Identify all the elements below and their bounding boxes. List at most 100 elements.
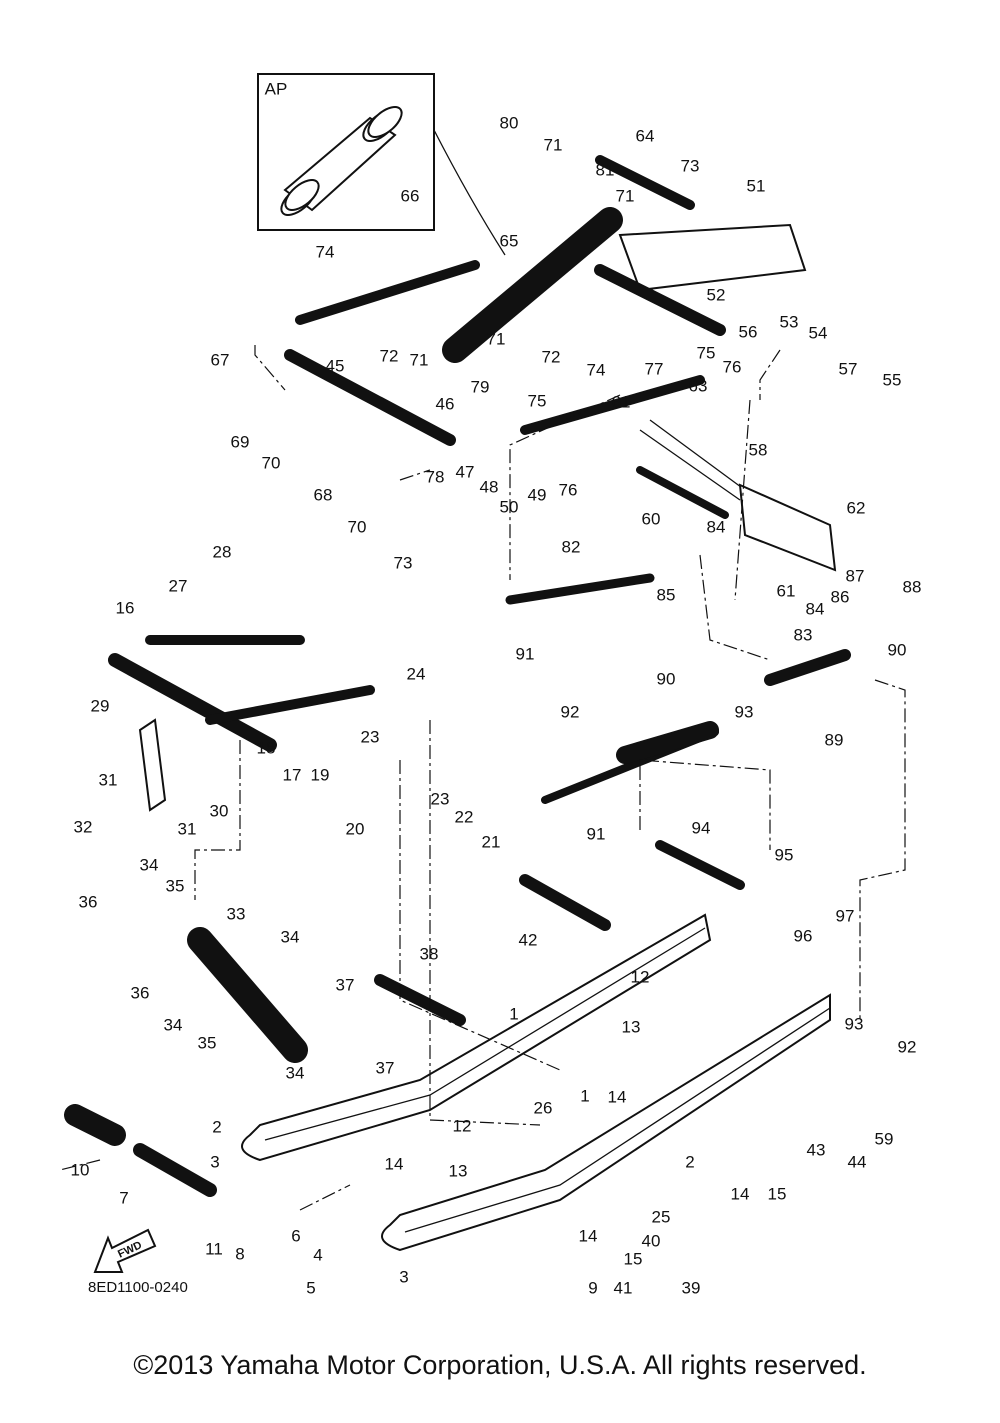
callout-30: 30	[210, 801, 229, 820]
callout-42: 42	[519, 930, 538, 949]
callout-36: 36	[131, 983, 150, 1002]
callout-2: 2	[212, 1117, 221, 1136]
callout-73: 73	[394, 553, 413, 572]
callout-61: 61	[612, 392, 631, 411]
callout-49: 49	[528, 485, 547, 504]
callout-26: 26	[534, 1098, 553, 1117]
callout-9: 9	[588, 1278, 597, 1297]
callout-54: 54	[809, 323, 828, 342]
callout-34: 34	[140, 855, 159, 874]
callout-14: 14	[579, 1226, 598, 1245]
callout-59: 59	[875, 1129, 894, 1148]
callout-88: 88	[903, 577, 922, 596]
callout-31: 31	[99, 770, 118, 789]
callout-50: 50	[500, 497, 519, 516]
callout-43: 43	[807, 1140, 826, 1159]
callout-36: 36	[79, 892, 98, 911]
callout-90: 90	[657, 669, 676, 688]
callout-28: 28	[213, 542, 232, 561]
callout-44: 44	[848, 1152, 867, 1171]
callout-74: 74	[316, 242, 335, 261]
callout-95: 95	[775, 845, 794, 864]
callout-6: 6	[291, 1226, 300, 1245]
callout-62: 62	[847, 498, 866, 517]
callout-34: 34	[164, 1015, 183, 1034]
callout-92: 92	[898, 1037, 917, 1056]
callout-91: 91	[516, 644, 535, 663]
callout-15: 15	[768, 1184, 787, 1203]
callout-87: 87	[846, 566, 865, 585]
callout-29: 29	[91, 696, 110, 715]
callout-10: 10	[71, 1160, 90, 1179]
inset-title: AP	[265, 79, 288, 98]
callout-38: 38	[420, 944, 439, 963]
copyright-notice: ©2013 Yamaha Motor Corporation, U.S.A. A…	[133, 1350, 867, 1380]
callout-74: 74	[587, 360, 606, 379]
callout-53: 53	[780, 312, 799, 331]
callout-22: 22	[455, 807, 474, 826]
callout-12: 12	[453, 1116, 472, 1135]
callout-1: 1	[509, 1004, 518, 1023]
callout-71: 71	[544, 135, 563, 154]
callout-84: 84	[806, 599, 825, 618]
callout-97: 97	[836, 906, 855, 925]
callout-3: 3	[399, 1267, 408, 1286]
callout-78: 78	[426, 467, 445, 486]
drawing-code: 8ED1100-0240	[88, 1279, 188, 1296]
callout-82: 82	[562, 537, 581, 556]
assembly-lines	[59, 345, 906, 1211]
callout-37: 37	[336, 975, 355, 994]
callout-25: 25	[652, 1207, 671, 1226]
callout-76: 76	[559, 480, 578, 499]
callout-75: 75	[528, 391, 547, 410]
callout-89: 89	[825, 730, 844, 749]
callout-1: 1	[580, 1086, 589, 1105]
callout-92: 92	[561, 702, 580, 721]
callout-19: 19	[311, 765, 330, 784]
callout-14: 14	[608, 1087, 627, 1106]
callout-35: 35	[198, 1033, 217, 1052]
callout-24: 24	[407, 664, 426, 683]
callout-70: 70	[262, 453, 281, 472]
callout-34: 34	[286, 1063, 305, 1082]
callout-81: 81	[596, 160, 615, 179]
callout-34: 34	[281, 927, 300, 946]
callout-57: 57	[839, 359, 858, 378]
callout-5: 5	[306, 1278, 315, 1297]
callout-33: 33	[227, 904, 246, 923]
callout-12: 12	[631, 967, 650, 986]
callout-90: 90	[888, 640, 907, 659]
callout-46: 46	[436, 394, 455, 413]
callout-13: 13	[449, 1161, 468, 1180]
slide-rails-drawing	[241, 913, 831, 1252]
callout-23: 23	[431, 789, 450, 808]
callout-35: 35	[166, 876, 185, 895]
callout-73: 73	[681, 156, 700, 175]
callout-18: 18	[257, 738, 276, 757]
callout-39: 39	[682, 1278, 701, 1297]
callout-8: 8	[235, 1244, 244, 1263]
callout-23: 23	[361, 727, 380, 746]
callout-71: 71	[487, 329, 506, 348]
callout-67: 67	[211, 350, 230, 369]
callout-61: 61	[777, 581, 796, 600]
forward-arrow-icon: FWD	[93, 1228, 157, 1273]
callout-15: 15	[624, 1249, 643, 1268]
callout-21: 21	[482, 832, 501, 851]
inset-box	[257, 73, 435, 231]
callout-4: 4	[313, 1245, 322, 1264]
callout-94: 94	[692, 818, 711, 837]
callout-60: 60	[642, 509, 661, 528]
callout-48: 48	[480, 477, 499, 496]
callout-79: 79	[471, 377, 490, 396]
callout-72: 72	[380, 346, 399, 365]
callout-71: 71	[410, 350, 429, 369]
callout-31: 31	[178, 819, 197, 838]
callout-63: 63	[689, 376, 708, 395]
callout-84: 84	[707, 517, 726, 536]
callout-27: 27	[169, 576, 188, 595]
callout-93: 93	[845, 1014, 864, 1033]
callout-51: 51	[747, 176, 766, 195]
